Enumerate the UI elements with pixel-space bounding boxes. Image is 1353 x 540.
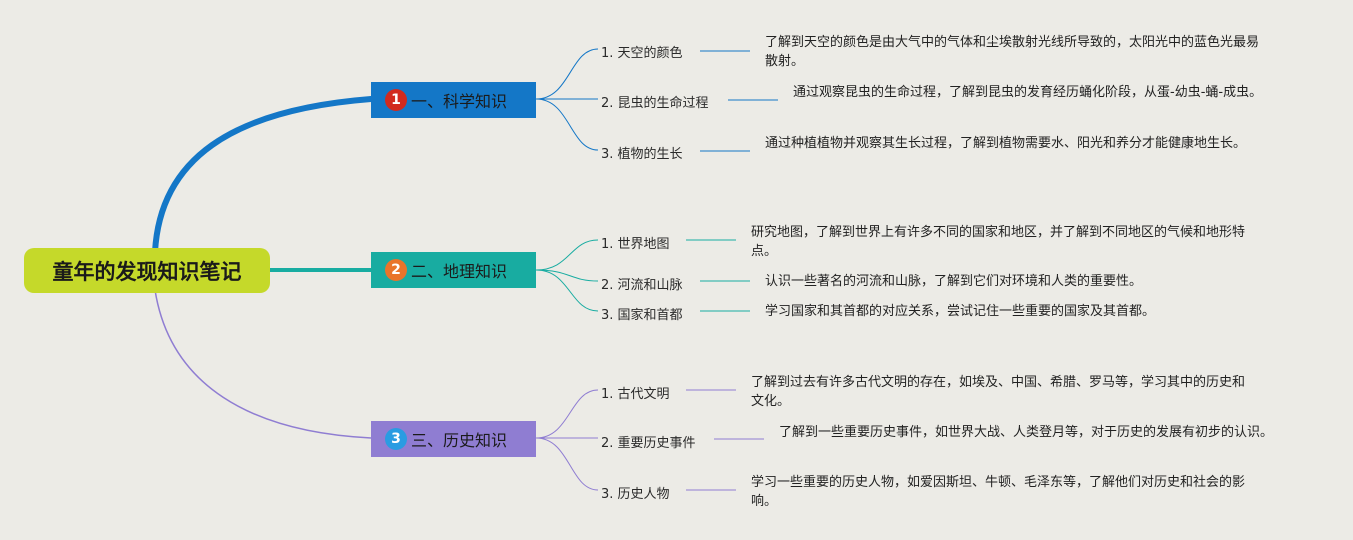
detail-countries-capitals: 学习国家和其首都的对应关系，尝试记住一些重要的国家及其首都。 (765, 304, 1156, 319)
connector-science-1 (535, 48, 599, 100)
connector-geo-2 (535, 269, 599, 282)
connector-history-3 (535, 437, 599, 491)
root-topic[interactable]: 童年的发现知识笔记 (24, 248, 270, 293)
connector-geo-1 (535, 239, 599, 271)
topic-sky-color[interactable]: 1. 天空的颜色 (601, 46, 683, 61)
connector-geo-3 (535, 269, 599, 312)
connector-root-history (154, 289, 372, 439)
detail-ancient-civilizations: 了解到过去有许多古代文明的存在，如埃及、中国、希腊、罗马等，学习其中的历史和文化… (751, 375, 1246, 409)
detail-historical-figures: 学习一些重要的历史人物，如爱因斯坦、牛顿、毛泽东等，了解他们对历史和社会的影响。 (751, 475, 1246, 509)
topic-plant-growth[interactable]: 3. 植物的生长 (601, 147, 683, 162)
topic-countries-capitals[interactable]: 3. 国家和首都 (601, 308, 683, 323)
detail-historical-events: 了解到一些重要历史事件，如世界大战、人类登月等，对于历史的发展有初步的认识。 (779, 425, 1274, 440)
number-badge-icon: 2 (385, 259, 407, 281)
detail-sky-color: 了解到天空的颜色是由大气中的气体和尘埃散射光线所导致的，太阳光中的蓝色光最易散射… (765, 35, 1260, 69)
number-badge-icon: 1 (385, 89, 407, 111)
branch-science[interactable]: 1 一、科学知识 (371, 82, 536, 118)
connector-root-science (152, 96, 374, 255)
branch-geography[interactable]: 2 二、地理知识 (371, 252, 536, 288)
topic-insect-life[interactable]: 2. 昆虫的生命过程 (601, 96, 709, 111)
detail-insect-life: 通过观察昆虫的生命过程，了解到昆虫的发育经历蛹化阶段，从蛋-幼虫-蛹-成虫。 (793, 85, 1263, 100)
detail-world-map: 研究地图，了解到世界上有许多不同的国家和地区，并了解到不同地区的气候和地形特点。 (751, 225, 1246, 259)
number-badge-icon: 3 (385, 428, 407, 450)
topic-historical-events[interactable]: 2. 重要历史事件 (601, 436, 696, 451)
detail-plant-growth: 通过种植植物并观察其生长过程，了解到植物需要水、阳光和养分才能健康地生长。 (765, 136, 1247, 151)
branch-label: 二、地理知识 (411, 262, 508, 281)
branch-label: 一、科学知识 (411, 92, 508, 111)
connector-science-3 (535, 98, 599, 151)
topic-rivers-mountains[interactable]: 2. 河流和山脉 (601, 278, 683, 293)
branch-label: 三、历史知识 (411, 431, 508, 450)
connector-history-1 (535, 389, 599, 439)
topic-historical-figures[interactable]: 3. 历史人物 (601, 487, 670, 502)
detail-rivers-mountains: 认识一些著名的河流和山脉，了解到它们对环境和人类的重要性。 (765, 274, 1143, 289)
branch-history[interactable]: 3 三、历史知识 (371, 421, 536, 457)
topic-ancient-civilizations[interactable]: 1. 古代文明 (601, 387, 670, 402)
topic-world-map[interactable]: 1. 世界地图 (601, 237, 670, 252)
